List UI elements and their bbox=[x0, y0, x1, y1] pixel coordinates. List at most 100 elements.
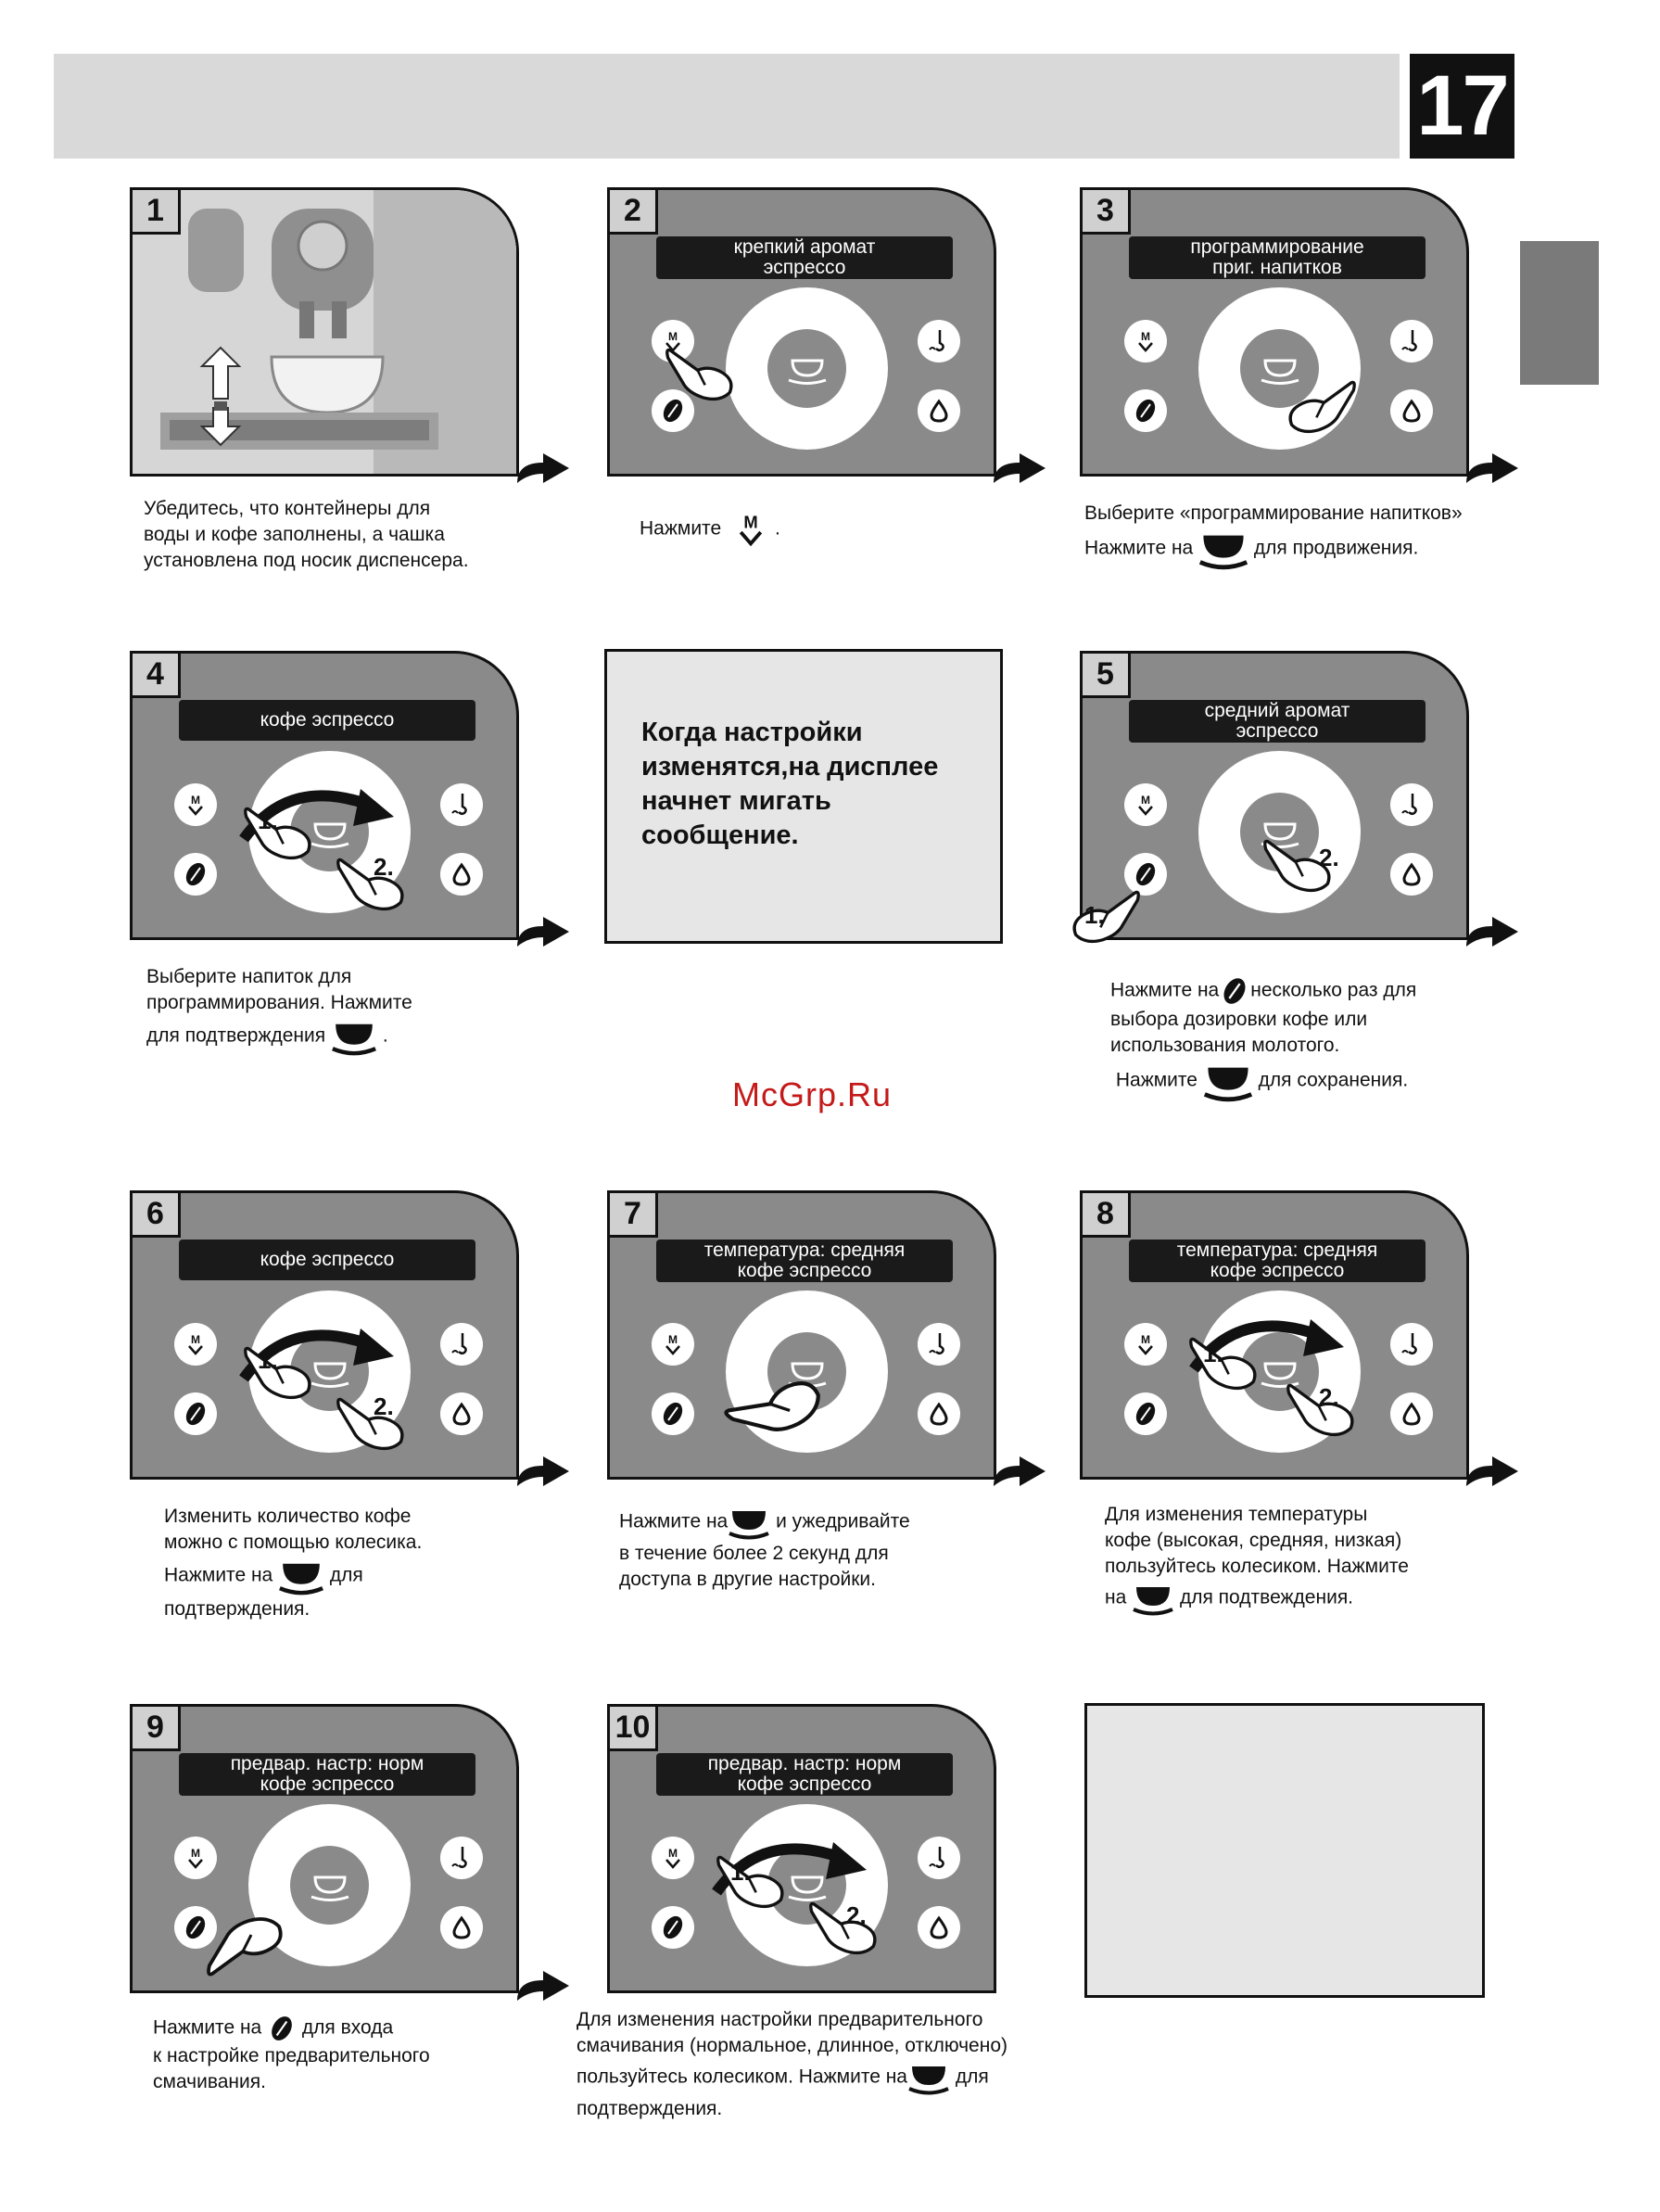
step-6-panel: кофе эспрессо 1. 2. 6 bbox=[130, 1190, 519, 1480]
touch-label-1: 1. bbox=[258, 807, 278, 834]
aroma-button[interactable] bbox=[1390, 320, 1433, 362]
aroma-button[interactable] bbox=[918, 1323, 960, 1366]
nose-icon bbox=[448, 1844, 475, 1872]
water-button[interactable] bbox=[440, 853, 483, 896]
drop-icon bbox=[925, 397, 953, 425]
aroma-button[interactable] bbox=[440, 783, 483, 826]
touch-label-2: 2. bbox=[374, 1392, 394, 1420]
step-8-caption: Для изменения температуры кофе (высокая,… bbox=[1105, 1502, 1409, 1617]
menu-icon bbox=[1132, 327, 1159, 355]
bean-icon bbox=[659, 1913, 687, 1941]
hand-icon bbox=[665, 343, 740, 402]
ok-button[interactable] bbox=[1240, 329, 1319, 408]
water-button[interactable] bbox=[440, 1906, 483, 1949]
menu-button[interactable] bbox=[174, 783, 217, 826]
note-text: Когда настройки изменятся,на дисплее нач… bbox=[641, 718, 939, 850]
menu-icon bbox=[659, 1330, 687, 1358]
bean-button[interactable] bbox=[174, 853, 217, 896]
touch-label-1: 1. bbox=[730, 1858, 751, 1886]
menu-button[interactable] bbox=[174, 1837, 217, 1879]
touch-label-2: 2. bbox=[1319, 844, 1339, 871]
menu-icon bbox=[727, 508, 775, 551]
cup-icon bbox=[331, 1016, 377, 1057]
watermark: McGrp.Ru bbox=[732, 1075, 893, 1113]
step-number: 6 bbox=[133, 1193, 181, 1238]
bean-icon bbox=[1132, 397, 1159, 425]
water-button[interactable] bbox=[1390, 389, 1433, 432]
water-button[interactable] bbox=[918, 1906, 960, 1949]
nose-icon bbox=[448, 791, 475, 819]
step-2-caption: Нажмите . bbox=[640, 508, 780, 551]
ok-button[interactable] bbox=[767, 329, 846, 408]
step-4-panel: кофе эспрессо 1. 2. 4 bbox=[130, 651, 519, 940]
drop-icon bbox=[448, 1913, 475, 1941]
hand-icon bbox=[1282, 375, 1356, 435]
bean-button[interactable] bbox=[174, 1392, 217, 1435]
aroma-button[interactable] bbox=[440, 1323, 483, 1366]
drop-icon bbox=[448, 1400, 475, 1428]
water-button[interactable] bbox=[918, 389, 960, 432]
page-number: 17 bbox=[1410, 54, 1514, 159]
bean-button[interactable] bbox=[1124, 1392, 1167, 1435]
next-arrow-icon bbox=[1464, 1453, 1520, 1490]
menu-button[interactable] bbox=[174, 1323, 217, 1366]
cup-icon bbox=[310, 1866, 350, 1903]
hand-icon bbox=[244, 1341, 318, 1401]
nose-icon bbox=[925, 1330, 953, 1358]
menu-button[interactable] bbox=[652, 1837, 694, 1879]
display-screen: кофе эспрессо bbox=[179, 1239, 475, 1280]
menu-icon bbox=[182, 1844, 209, 1872]
bean-button[interactable] bbox=[652, 1392, 694, 1435]
cup-icon bbox=[1203, 1059, 1253, 1103]
bean-icon bbox=[659, 1400, 687, 1428]
bean-icon bbox=[267, 2014, 297, 2043]
hand-icon bbox=[244, 802, 318, 861]
bean-icon bbox=[1132, 860, 1159, 888]
menu-button[interactable] bbox=[1124, 783, 1167, 826]
aroma-button[interactable] bbox=[1390, 1323, 1433, 1366]
menu-button[interactable] bbox=[1124, 320, 1167, 362]
nose-icon bbox=[1398, 791, 1426, 819]
menu-icon bbox=[1132, 1330, 1159, 1358]
ok-button[interactable] bbox=[290, 1846, 369, 1925]
bean-button[interactable] bbox=[1124, 389, 1167, 432]
nose-icon bbox=[925, 1844, 953, 1872]
aroma-button[interactable] bbox=[1390, 783, 1433, 826]
machine-photo bbox=[133, 190, 516, 474]
water-button[interactable] bbox=[918, 1392, 960, 1435]
bean-button[interactable] bbox=[652, 389, 694, 432]
bean-button[interactable] bbox=[174, 1906, 217, 1949]
aroma-button[interactable] bbox=[440, 1837, 483, 1879]
next-arrow-icon bbox=[992, 450, 1047, 487]
next-arrow-icon bbox=[1464, 913, 1520, 950]
bean-button[interactable] bbox=[652, 1906, 694, 1949]
step-3-caption: Выберите «программирование напитков» Наж… bbox=[1084, 501, 1463, 571]
drop-icon bbox=[925, 1913, 953, 1941]
water-button[interactable] bbox=[1390, 853, 1433, 896]
nose-icon bbox=[1398, 327, 1426, 355]
step-6-caption: Изменить количество кофе можно с помощью… bbox=[164, 1506, 423, 1620]
aroma-button[interactable] bbox=[918, 320, 960, 362]
section-tab bbox=[1520, 241, 1599, 385]
aroma-button[interactable] bbox=[918, 1837, 960, 1879]
water-button[interactable] bbox=[1390, 1392, 1433, 1435]
bean-icon bbox=[182, 860, 209, 888]
cup-icon bbox=[1198, 527, 1248, 571]
step-number: 2 bbox=[610, 190, 658, 235]
touch-label-2: 2. bbox=[1319, 1383, 1339, 1411]
water-button[interactable] bbox=[440, 1392, 483, 1435]
menu-button[interactable] bbox=[1124, 1323, 1167, 1366]
menu-button[interactable] bbox=[652, 1323, 694, 1366]
next-arrow-icon bbox=[992, 1453, 1047, 1490]
note-box bbox=[604, 649, 1003, 944]
bean-icon bbox=[182, 1400, 209, 1428]
bean-button[interactable] bbox=[1124, 853, 1167, 896]
